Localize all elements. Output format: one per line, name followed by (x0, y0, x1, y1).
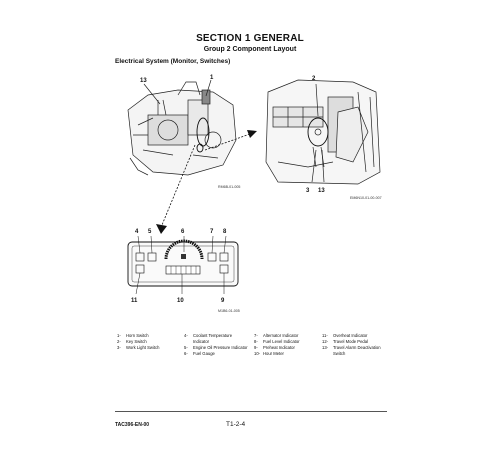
legend-item: 6-Fuel Gauge (184, 351, 215, 357)
legend-item: 12-Travel Mode Pedal (322, 339, 368, 345)
callout-8: 8 (223, 229, 227, 235)
arrow-engine-to-monitor (156, 144, 196, 234)
page-number: T1-2-4 (226, 421, 246, 428)
legend-item: 3-Work Light Switch (117, 345, 160, 351)
callout-13-engine: 13 (140, 78, 147, 84)
legend-item: 9-Preheat Indicator (254, 345, 295, 351)
monitor-fig-code: M1B6-01-005 (218, 309, 240, 313)
legend-item: 11-Overheat Indicator (322, 333, 368, 338)
legend-col-4: 11-Overheat Indicator 12-Travel Mode Ped… (322, 333, 388, 357)
callout-5: 5 (148, 229, 152, 235)
callout-2: 2 (312, 76, 316, 82)
callout-9: 9 (221, 298, 225, 304)
legend-item: Indicator (193, 339, 210, 345)
legend-col-1: 1-Horn Switch 2-Key Switch 3-Work Light … (117, 333, 177, 351)
legend-col-3: 7-Alternator Indicator 8-Fuel Level Indi… (254, 333, 314, 357)
engine-illustration: 13 1 RM6B-01-005 (127, 75, 240, 189)
legend-item: Switch (333, 351, 346, 357)
callout-4: 4 (135, 229, 139, 235)
callout-6: 6 (181, 229, 185, 235)
legend-item: 13-Travel Alarm Deactivation (322, 345, 381, 351)
cab-fig-code: EM6N10-01-00-007 (350, 196, 382, 200)
legend-item: 2-Key Switch (117, 339, 147, 345)
footer-rule (115, 411, 387, 412)
callout-1: 1 (210, 75, 214, 81)
doc-code: TAC396-EN-00 (115, 422, 150, 428)
section-subtitle: Group 2 Component Layout (203, 46, 297, 53)
engine-fig-code: RM6B-01-005 (218, 185, 240, 189)
callout-10: 10 (177, 298, 184, 304)
legend-item: 8-Fuel Level Indicator (254, 339, 300, 345)
legend-item: 1-Horn Switch (117, 333, 149, 338)
monitor-panel-illustration: 4 5 6 7 8 11 10 9 M1B6-01-005 (127, 229, 240, 313)
callout-11: 11 (131, 298, 138, 304)
callout-7: 7 (210, 229, 214, 235)
section-title: SECTION 1 GENERAL (196, 33, 304, 44)
callout-13-cab: 13 (318, 188, 325, 194)
subheading: Electrical System (Monitor, Switches) (115, 58, 231, 65)
legend-item: 10-Hour Meter (254, 351, 284, 357)
cab-illustration: 2 3 13 EM6N10-01-00-007 (265, 76, 382, 200)
legend-col-2: 4-Coolant Temperature Indicator 5-Engine… (184, 333, 250, 357)
callout-3: 3 (306, 188, 310, 194)
hour-meter (165, 265, 201, 275)
legend-item: 7-Alternator Indicator (254, 333, 299, 338)
arrow-engine-to-cab (205, 130, 257, 151)
legend-item: 5-Engine Oil Pressure Indicator (184, 345, 248, 351)
legend-item: 4-Coolant Temperature (184, 333, 233, 338)
